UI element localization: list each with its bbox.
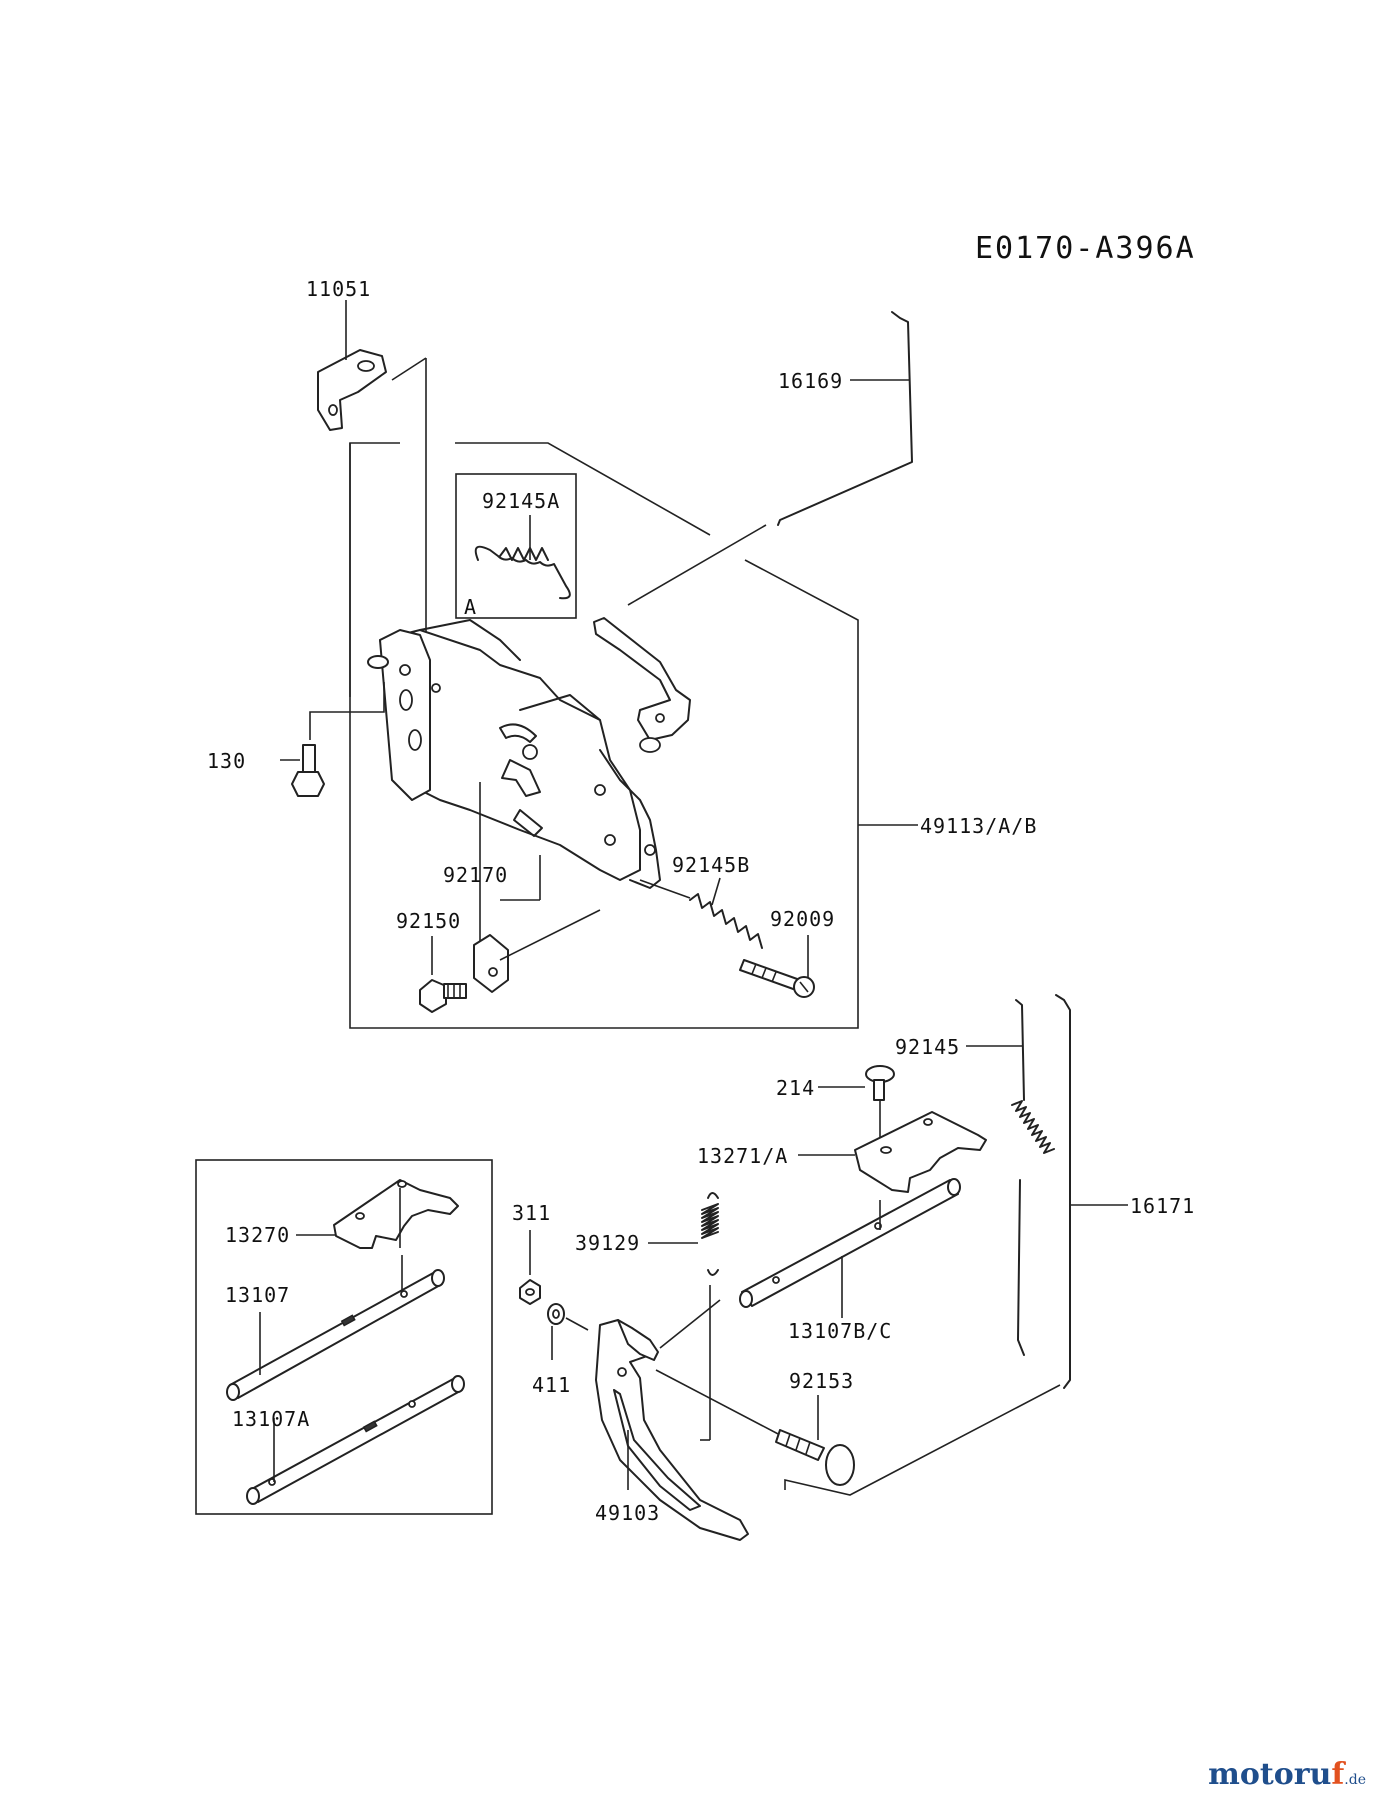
shaft-13107 — [226, 1255, 445, 1401]
label-92145A: 92145A — [482, 489, 560, 513]
label-16169: 16169 — [778, 369, 843, 393]
rod-16169 — [627, 311, 913, 606]
inset-box-A — [455, 473, 577, 619]
spring-92145B — [639, 877, 763, 949]
label-13271: 13271/A — [697, 1144, 788, 1168]
upper-assembly-frame — [349, 442, 859, 1029]
bolt-92153 — [655, 1369, 855, 1486]
label-92150: 92150 — [396, 909, 461, 933]
label-92170: 92170 — [443, 863, 508, 887]
lever-49103 — [595, 1319, 749, 1541]
label-130: 130 — [207, 749, 246, 773]
spring-92145 — [966, 999, 1055, 1356]
label-13107A: 13107A — [232, 1407, 310, 1431]
bolt-92150 — [419, 936, 467, 1013]
label-11051: 11051 — [306, 277, 371, 301]
nut-311 — [519, 1230, 541, 1305]
bolt-130 — [280, 655, 389, 797]
washer-411 — [547, 1303, 589, 1360]
label-92145B: 92145B — [672, 853, 750, 877]
screw-92009 — [739, 935, 815, 998]
label-92009: 92009 — [770, 907, 835, 931]
label-13270: 13270 — [225, 1223, 290, 1247]
plate-13271 — [798, 1100, 987, 1193]
label-311: 311 — [512, 1201, 551, 1225]
label-inset-A: A — [464, 595, 477, 619]
label-13107BC: 13107B/C — [788, 1319, 892, 1343]
watermark-logo: motoruf.de — [1208, 1757, 1366, 1792]
bracket-11051 — [317, 300, 427, 682]
lever-arm — [593, 617, 691, 753]
diagram-code: E0170-A396A — [975, 231, 1196, 266]
screw-214 — [818, 1065, 895, 1101]
plate-13270 — [296, 1179, 459, 1249]
label-13107: 13107 — [225, 1283, 290, 1307]
inset-box-shafts — [195, 1159, 493, 1515]
spring-39129 — [648, 1192, 719, 1441]
label-92145: 92145 — [895, 1035, 960, 1059]
clip-92170 — [473, 782, 601, 993]
label-92153: 92153 — [789, 1369, 854, 1393]
label-16171: 16171 — [1130, 1194, 1195, 1218]
control-plate-49113 — [379, 619, 661, 889]
rod-16171 — [784, 994, 1128, 1496]
label-49103: 49103 — [595, 1501, 660, 1525]
label-214: 214 — [776, 1076, 815, 1100]
shaft-13107A — [246, 1375, 465, 1505]
label-39129: 39129 — [575, 1231, 640, 1255]
label-411: 411 — [532, 1373, 571, 1397]
label-49113: 49113/A/B — [920, 814, 1037, 838]
